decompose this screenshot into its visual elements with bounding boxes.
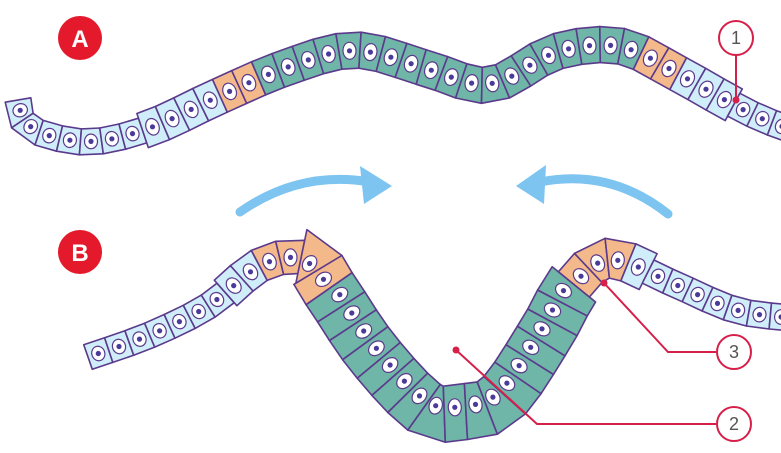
callout-3-target-dot [601, 280, 608, 287]
cell-nucleolus [429, 68, 434, 73]
panel-a-label: A [71, 26, 88, 53]
cell-nucleolus [337, 292, 342, 297]
cell-nucleolus [28, 124, 33, 129]
cell-nucleolus [306, 57, 311, 62]
cell-nucleolus [347, 48, 352, 53]
cell-nucleolus [116, 344, 121, 349]
cell-nucleolus [595, 261, 600, 266]
cell-nucleolus [18, 108, 23, 113]
cell-nucleolus [368, 50, 373, 55]
cell-nucleolus [587, 43, 592, 48]
cell-nucleolus [539, 326, 544, 331]
cell-nucleolus [433, 403, 438, 408]
callout-2-target-dot [453, 347, 460, 354]
cell-nucleolus [227, 89, 232, 94]
cell-nucleolus [528, 345, 533, 350]
cell-nucleolus [88, 139, 93, 144]
cell-nucleolus [177, 319, 182, 324]
cell-nucleolus [722, 97, 727, 102]
cell-nucleolus [736, 308, 741, 313]
cell-nucleolus [469, 81, 474, 86]
cell-nucleolus [566, 46, 571, 51]
cell-nucleolus [214, 297, 219, 302]
cell-nucleolus [527, 63, 532, 68]
cell-nucleolus [473, 402, 478, 407]
cell-nucleolus [267, 259, 272, 264]
cell-nucleolus [321, 277, 326, 282]
panel-a: A [5, 16, 781, 155]
cell-nucleolus [703, 87, 708, 92]
cell-nucleolus [96, 351, 101, 356]
cell-nucleolus [246, 80, 251, 85]
cell-nucleolus [67, 138, 72, 143]
cell-nucleolus [170, 116, 175, 121]
cell-nucleolus [137, 337, 142, 342]
left-arrow-head [360, 166, 392, 204]
cell-nucleolus [741, 107, 746, 112]
epithelial-sheet-b [84, 230, 781, 443]
cell-nucleolus [517, 363, 522, 368]
cell-nucleolus [452, 405, 457, 410]
cell-nucleolus [695, 292, 700, 297]
cell-nucleolus [208, 98, 213, 103]
cell-nucleolus [266, 72, 271, 77]
callout-2-number: 2 [729, 414, 739, 434]
cell-nucleolus [648, 56, 653, 61]
cell-nucleolus [675, 283, 680, 288]
cell-nucleolus [608, 43, 613, 48]
cell-nucleolus [388, 362, 393, 367]
cell-nucleolus [417, 393, 422, 398]
cell-nucleolus [760, 116, 765, 121]
cell-nucleolus [490, 395, 495, 400]
cell-nucleolus [349, 310, 354, 315]
cell-nucleolus [374, 346, 379, 351]
cell-nucleolus [307, 261, 312, 266]
cell-nucleolus [509, 74, 514, 79]
cell-nucleolus [636, 264, 641, 269]
cell-nucleolus [757, 312, 762, 317]
cell-nucleolus [231, 283, 236, 288]
cell-nucleolus [326, 51, 331, 56]
cell-nucleolus [47, 133, 52, 138]
cell-nucleolus [449, 75, 454, 80]
cell-nucleolus [248, 269, 253, 274]
cell-nucleolus [629, 47, 634, 52]
cell-nucleolus [189, 107, 194, 112]
cell-nucleolus [402, 379, 407, 384]
cell-nucleolus [130, 131, 135, 136]
epithelial-sheet-a [5, 27, 781, 155]
cell-nucleolus [157, 328, 162, 333]
panel-b: B [58, 230, 781, 443]
cell-nucleolus [655, 274, 660, 279]
callout-1-number: 1 [731, 28, 741, 48]
callout-3-number: 3 [729, 342, 739, 362]
cell-nucleolus [490, 81, 495, 86]
cell-nucleolus [196, 309, 201, 314]
cell-nucleolus [546, 53, 551, 58]
cell-nucleolus [109, 136, 114, 141]
cell-nucleolus [578, 274, 583, 279]
cell-nucleolus [550, 307, 555, 312]
cell-nucleolus [286, 64, 291, 69]
cell-nucleolus [715, 301, 720, 306]
fold-arrows [240, 165, 668, 214]
cell-nucleolus [504, 381, 509, 386]
cell-nucleolus [150, 124, 155, 129]
cell-nucleolus [388, 55, 393, 60]
right-arrow-head [516, 165, 546, 204]
cell-nucleolus [361, 328, 366, 333]
cell-nucleolus [288, 255, 293, 260]
cell-nucleolus [615, 258, 620, 263]
panel-b-label: B [71, 240, 88, 267]
cell-nucleolus [409, 61, 414, 66]
left-curved-arrow [240, 179, 370, 212]
cell-nucleolus [561, 288, 566, 293]
cell-nucleolus [666, 66, 671, 71]
callout-1-target-dot [733, 97, 740, 104]
right-curved-arrow [540, 179, 668, 214]
cell-nucleolus [685, 76, 690, 81]
